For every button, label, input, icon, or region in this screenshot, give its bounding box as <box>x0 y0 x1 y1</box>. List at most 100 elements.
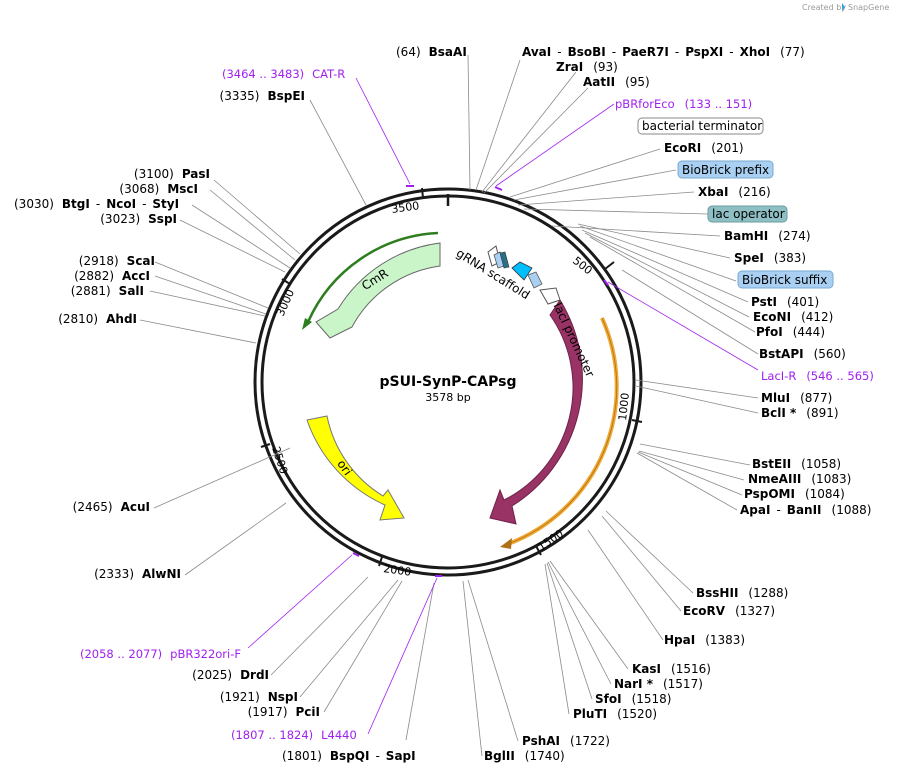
site-nmeaiii: NmeAIII <box>748 472 801 486</box>
primer-range: (3464 .. 3483) <box>222 67 304 81</box>
site-spei: SpeI <box>734 251 764 265</box>
site-scai: ScaI <box>127 254 155 268</box>
svg-text:(64)BsaAI: (64)BsaAI <box>396 45 467 59</box>
site-apai: ApaI <box>740 503 770 517</box>
lacI-r-arc-head <box>500 538 512 549</box>
svg-text:pBRforEco(133 .. 151): pBRforEco(133 .. 151) <box>615 97 752 111</box>
svg-text:NmeAIII(1083): NmeAIII(1083) <box>748 472 851 486</box>
site-pluti: PluTI <box>573 707 607 721</box>
tick-500 <box>604 261 615 270</box>
svg-text:(2918)ScaI: (2918)ScaI <box>79 254 155 268</box>
primer-mark-laci-r <box>603 279 609 286</box>
svg-text:BstEII(1058): BstEII(1058) <box>752 457 841 471</box>
lac-operator-shape <box>499 251 510 269</box>
feature-tag-lac-operator: lac operator <box>707 205 788 223</box>
site-sali: SalI <box>119 284 144 298</box>
leaders-primer <box>247 77 759 735</box>
site-bsobi: BsoBI <box>568 45 606 59</box>
primer-cat-r: CAT-R <box>312 67 345 81</box>
svg-text:(1807 .. 1824)L4440: (1807 .. 1824)L4440 <box>231 728 357 742</box>
site-bglii: BglII <box>484 749 515 763</box>
svg-text:(1917)PciI: (1917)PciI <box>248 705 320 719</box>
svg-text:BssHII(1288): BssHII(1288) <box>696 586 788 600</box>
svg-text:(3100)PasI: (3100)PasI <box>134 167 210 181</box>
tick-1000 <box>631 419 643 423</box>
leaders-right <box>462 54 759 757</box>
site-pfoi: PfoI <box>756 325 783 339</box>
site-sspi: SspI <box>148 212 177 226</box>
svg-text:EcoNI(412): EcoNI(412) <box>753 310 833 324</box>
tick-label-500: 500 <box>570 254 595 277</box>
svg-text:NarI *(1517): NarI *(1517) <box>614 677 703 691</box>
laci-promoter-shape <box>539 287 561 305</box>
ori-arrow <box>306 415 405 521</box>
svg-text:(1921)NspI: (1921)NspI <box>220 690 298 704</box>
tick-2000 <box>378 556 383 567</box>
site-pspomi: PspOMI <box>744 487 795 501</box>
site-psti: PstI <box>751 295 777 309</box>
svg-text:(2881)SalI: (2881)SalI <box>71 284 144 298</box>
svg-text:BstAPI(560): BstAPI(560) <box>759 347 846 361</box>
svg-text:BioBrick suffix: BioBrick suffix <box>742 273 827 287</box>
site-kasi: KasI <box>632 662 661 676</box>
snapgene-logo-icon <box>842 3 845 11</box>
svg-text:HpaI(1383): HpaI(1383) <box>664 633 745 647</box>
svg-text:EcoRI(201): EcoRI(201) <box>664 141 744 155</box>
svg-text:lac operator: lac operator <box>712 207 785 221</box>
svg-text:bacterial terminator: bacterial terminator <box>642 119 762 133</box>
leaders-left <box>139 99 435 741</box>
svg-text:LacI-R(546 .. 565): LacI-R(546 .. 565) <box>761 369 874 383</box>
laci-arrow <box>489 299 583 525</box>
svg-text:PspOMI(1084): PspOMI(1084) <box>744 487 845 501</box>
site-pos: (3335) <box>220 89 260 103</box>
svg-text:(2333)AlwNI: (2333)AlwNI <box>94 567 181 581</box>
svg-text:BamHI(274): BamHI(274) <box>724 229 811 243</box>
site-zrai: ZraI <box>556 60 583 74</box>
svg-text:(2465)AcuI: (2465)AcuI <box>73 500 150 514</box>
svg-text:PstI(401): PstI(401) <box>751 295 819 309</box>
site-bamhi: BamHI <box>724 229 768 243</box>
svg-text:MluI(877): MluI(877) <box>761 391 832 405</box>
site-bsteii: BstEII <box>752 457 791 471</box>
svg-text:ZraI(93): ZraI(93) <box>556 60 618 74</box>
site-styi: StyI <box>152 197 179 211</box>
plasmid-name: pSUI-SynP-CAPsg <box>380 374 517 390</box>
svg-text:(1801)BspQI-SapI: (1801)BspQI-SapI <box>282 749 416 763</box>
svg-text:(3023)SspI: (3023)SspI <box>100 212 177 226</box>
svg-text:PluTI(1520): PluTI(1520) <box>573 707 657 721</box>
tick-1500 <box>535 545 542 556</box>
tick-label-1000: 1000 <box>616 392 632 421</box>
cyan-feature-shape <box>511 261 533 281</box>
site-nspi: NspI <box>268 690 298 704</box>
site-pasi: PasI <box>182 167 210 181</box>
svg-text:BglII(1740): BglII(1740) <box>484 749 565 763</box>
primer-pbr322ori-f: pBR322ori-F <box>170 647 241 661</box>
primer-marks <box>352 185 609 577</box>
feature-tag-biobrick-suffix: BioBrick suffix <box>737 270 834 289</box>
svg-text:BioBrick prefix: BioBrick prefix <box>682 163 769 177</box>
site-bspei: BspEI <box>267 89 305 103</box>
site-avai: AvaI <box>522 45 551 59</box>
site-econi: EcoNI <box>753 310 791 324</box>
site-hpai: HpaI <box>664 633 695 647</box>
svg-text:BclI *(891): BclI *(891) <box>761 406 839 420</box>
svg-text:PshAI(1722): PshAI(1722) <box>522 734 610 748</box>
svg-text:XbaI(216): XbaI(216) <box>698 185 771 199</box>
site-mlui: MluI <box>761 391 790 405</box>
svg-text:(3335)BspEI: (3335) BspEI <box>220 89 305 103</box>
watermark-prefix: Created by <box>802 3 846 12</box>
site-sfoi: SfoI <box>595 692 622 706</box>
primer-l4440: L4440 <box>321 728 357 742</box>
site-acui: AcuI <box>121 500 150 514</box>
site-btgi: BtgI <box>62 197 90 211</box>
site-msci: MscI <box>167 182 198 196</box>
svg-text:ApaI-BanII(1088): ApaI-BanII(1088) <box>740 503 871 517</box>
site-bsaai: BsaAI <box>429 45 467 59</box>
svg-text:(2025)DrdI: (2025)DrdI <box>192 668 269 682</box>
site-banii: BanII <box>787 503 822 517</box>
svg-text:KasI(1516): KasI(1516) <box>632 662 711 676</box>
backbone-outer <box>253 187 643 577</box>
svg-text:PfoI(444): PfoI(444) <box>756 325 825 339</box>
scale-ticks <box>260 187 643 567</box>
tick-2500 <box>260 443 271 448</box>
